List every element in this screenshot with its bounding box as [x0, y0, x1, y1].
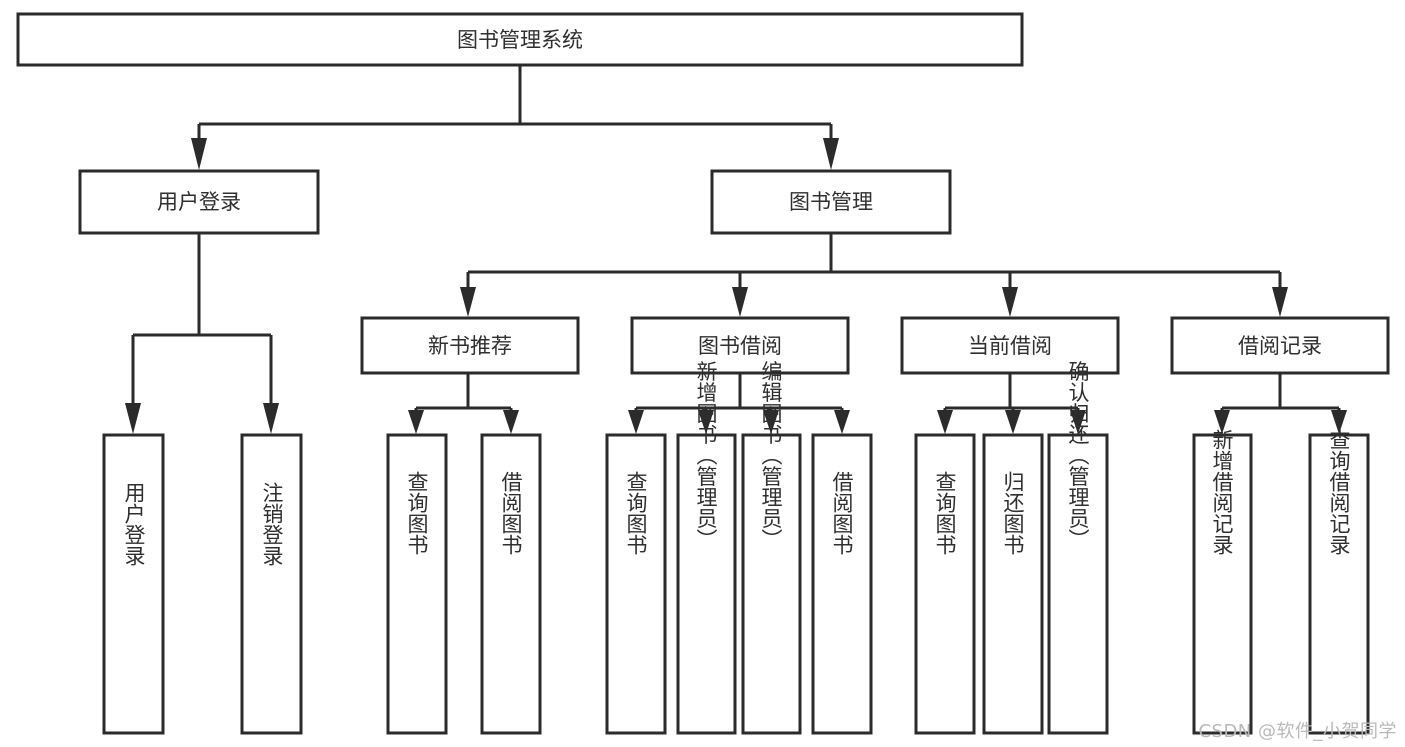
node-leaf-borrow-book-1[interactable]: 借阅图书 [480, 433, 542, 735]
node-leaf-return-book[interactable]: 归还图书 [982, 433, 1044, 735]
node-leaf-query-record-label: 查询借阅记录 [1327, 429, 1351, 555]
node-leaf-query-record[interactable]: 查询借阅记录 [1308, 429, 1370, 735]
arrow-head-leaf-user-login [125, 403, 141, 434]
arrow-head-leaf-query-book-1 [408, 410, 424, 434]
node-leaf-borrow-book-1-box[interactable] [480, 433, 542, 735]
node-leaf-query-book-2[interactable]: 查询图书 [605, 433, 667, 735]
node-leaf-logout-label: 注销登录 [260, 482, 284, 566]
node-leaf-add-record-box[interactable] [1192, 433, 1253, 735]
node-leaf-query-book-1-label: 查询图书 [405, 471, 429, 555]
arrow-head-leaf-return-book [1005, 410, 1021, 434]
node-leaf-query-book-3-box[interactable] [914, 433, 976, 735]
node-leaf-logout[interactable]: 注销登录 [240, 433, 303, 735]
node-leaf-borrow-book-2-box[interactable] [811, 433, 873, 735]
node-new-book-rec-label: 新书推荐 [428, 334, 512, 358]
node-leaf-edit-book[interactable]: 编辑图书（管理员） [741, 361, 802, 735]
node-leaf-add-book-box[interactable] [676, 433, 737, 735]
node-current-borrow[interactable]: 当前借阅 [900, 316, 1120, 375]
node-leaf-query-book-3-label: 查询图书 [933, 471, 957, 555]
node-root-label: 图书管理系统 [457, 28, 583, 52]
node-root-box[interactable] [16, 12, 1024, 67]
arrow-head-leaf-logout [263, 403, 279, 434]
arrow-head-leaf-query-book-2 [628, 410, 644, 434]
arrow-head-borrow-record [1272, 287, 1288, 317]
node-leaf-borrow-book-1-label: 借阅图书 [499, 471, 523, 555]
node-leaf-query-book-1[interactable]: 查询图书 [386, 433, 448, 735]
node-user-login[interactable]: 用户登录 [78, 169, 320, 235]
node-book-borrow-label: 图书借阅 [698, 334, 782, 358]
arrow-head-leaf-borrow-book-2 [834, 410, 850, 434]
node-user-login-box[interactable] [78, 169, 320, 235]
node-leaf-confirm-return-label: 确认归还（管理员） [1066, 361, 1090, 550]
arrow-head-leaf-query-book-3 [937, 410, 953, 434]
node-leaf-query-book-1-box[interactable] [386, 433, 448, 735]
arrow-head-current-borrow [1002, 287, 1018, 317]
node-leaf-confirm-return-box[interactable] [1047, 433, 1109, 735]
node-leaf-borrow-book-2[interactable]: 借阅图书 [811, 433, 873, 735]
node-leaf-edit-book-label: 编辑图书（管理员） [759, 361, 783, 550]
node-leaf-add-book[interactable]: 新增图书（管理员） [676, 361, 737, 735]
arrow-head-new-book-rec [460, 287, 476, 317]
arrow-head-leaf-confirm-return [1070, 410, 1086, 434]
node-borrow-record-box[interactable] [1170, 316, 1390, 375]
node-current-borrow-box[interactable] [900, 316, 1120, 375]
node-borrow-record[interactable]: 借阅记录 [1170, 316, 1390, 375]
node-leaf-return-book-label: 归还图书 [1001, 471, 1025, 555]
node-leaf-user-login-box[interactable] [102, 433, 165, 735]
node-root[interactable]: 图书管理系统 [16, 12, 1024, 67]
node-new-book-rec[interactable]: 新书推荐 [360, 316, 580, 375]
node-borrow-record-label: 借阅记录 [1238, 334, 1322, 358]
node-leaf-query-record-box[interactable] [1308, 433, 1370, 735]
node-book-borrow[interactable]: 图书借阅 [630, 316, 850, 375]
node-user-login-label: 用户登录 [157, 190, 241, 214]
node-book-borrow-box[interactable] [630, 316, 850, 375]
node-book-manage[interactable]: 图书管理 [710, 169, 952, 235]
node-current-borrow-label: 当前借阅 [968, 334, 1052, 358]
node-leaf-edit-book-box[interactable] [741, 433, 802, 735]
node-leaf-add-record[interactable]: 新增借阅记录 [1192, 429, 1253, 735]
connectors [125, 65, 1347, 434]
node-leaf-query-book-2-box[interactable] [605, 433, 667, 735]
arrow-head-leaf-borrow-book-1 [503, 410, 519, 434]
node-leaf-confirm-return[interactable]: 确认归还（管理员） [1047, 361, 1109, 735]
node-leaf-add-record-label: 新增借阅记录 [1210, 429, 1234, 555]
node-leaf-logout-box[interactable] [240, 433, 303, 735]
arrow-head-leaf-add-book [698, 410, 714, 434]
node-leaf-add-book-label: 新增图书（管理员） [694, 361, 718, 550]
node-leaf-user-login-label: 用户登录 [122, 482, 146, 566]
node-leaf-borrow-book-2-label: 借阅图书 [830, 471, 854, 555]
arrow-head-leaf-edit-book [763, 410, 779, 434]
node-leaf-user-login[interactable]: 用户登录 [102, 433, 165, 735]
arrow-head-leaf-add-record [1214, 410, 1230, 434]
node-leaf-query-book-2-label: 查询图书 [624, 471, 648, 555]
node-book-manage-box[interactable] [710, 169, 952, 235]
arrow-head-book-borrow [732, 287, 748, 317]
node-new-book-rec-box[interactable] [360, 316, 580, 375]
arrow-head-leaf-query-record [1331, 410, 1347, 434]
node-leaf-return-book-box[interactable] [982, 433, 1044, 735]
node-book-manage-label: 图书管理 [789, 190, 873, 214]
arrow-head-book-manage [823, 138, 839, 170]
arrow-head-user-login [191, 138, 207, 170]
node-leaf-query-book-3[interactable]: 查询图书 [914, 433, 976, 735]
